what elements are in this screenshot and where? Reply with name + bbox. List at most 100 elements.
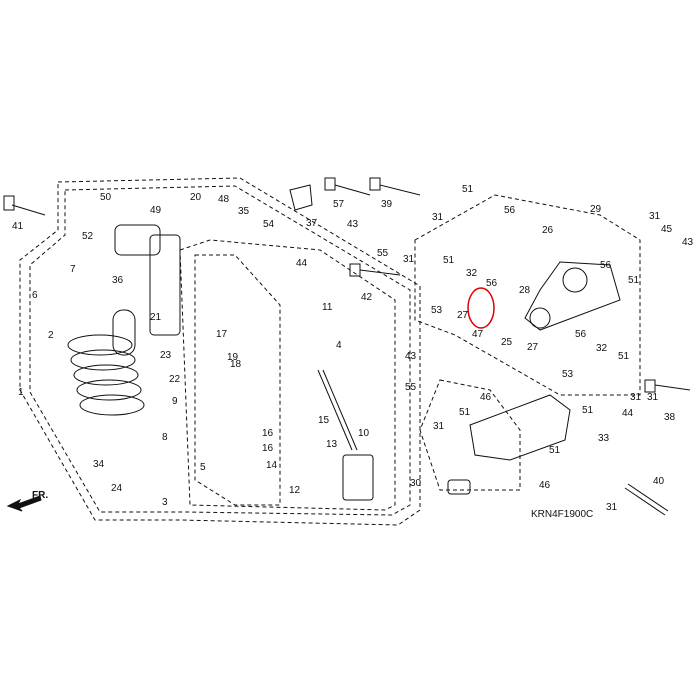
part-callout-32: 32 xyxy=(466,268,478,279)
part-callout-31: 31 xyxy=(649,211,661,222)
part-callout-53: 53 xyxy=(562,369,574,380)
part-callout-31: 31 xyxy=(433,421,445,432)
shock-spring xyxy=(67,334,145,416)
part-callout-51: 51 xyxy=(443,255,455,266)
part-callout-15: 15 xyxy=(318,415,330,426)
part-callout-21: 21 xyxy=(150,312,162,323)
part-callout-34: 34 xyxy=(93,459,105,470)
linkage-arm-outline xyxy=(414,194,641,396)
part-callout-4: 4 xyxy=(336,340,342,351)
bolt-40 xyxy=(624,483,669,516)
part-callout-31: 31 xyxy=(647,392,659,403)
part-callout-56: 56 xyxy=(486,278,498,289)
part-callout-51: 51 xyxy=(618,351,630,362)
part-callout-19: 19 xyxy=(227,352,239,363)
part-callout-6: 6 xyxy=(32,290,38,301)
collar-30 xyxy=(447,479,471,495)
part-callout-8: 8 xyxy=(162,432,168,443)
part-callout-35: 35 xyxy=(238,206,250,217)
part-callout-17: 17 xyxy=(216,329,228,340)
pivot-group-outline xyxy=(419,379,521,491)
part-callout-5: 5 xyxy=(200,462,206,473)
part-callout-52: 52 xyxy=(82,231,94,242)
part-callout-33: 33 xyxy=(598,433,610,444)
part-callout-27: 27 xyxy=(457,310,469,321)
part-callout-7: 7 xyxy=(70,264,76,275)
part-callout-31: 31 xyxy=(630,392,642,403)
part-callout-40: 40 xyxy=(653,476,665,487)
push-rod xyxy=(469,394,571,461)
part-callout-20: 20 xyxy=(190,192,202,203)
part-callout-46: 46 xyxy=(480,392,492,403)
part-callout-18: 18 xyxy=(230,359,242,370)
part-callout-16: 16 xyxy=(262,428,274,439)
bolt-39 xyxy=(369,177,421,196)
part-callout-51: 51 xyxy=(459,407,471,418)
front-direction-arrow xyxy=(6,495,42,512)
damper-rod xyxy=(317,369,374,501)
part-callout-43: 43 xyxy=(347,219,359,230)
part-callout-51: 51 xyxy=(549,445,561,456)
part-callout-29: 29 xyxy=(590,204,602,215)
part-callout-51: 51 xyxy=(628,275,640,286)
part-callout-42: 42 xyxy=(361,292,373,303)
part-callout-14: 14 xyxy=(266,460,278,471)
part-callout-27: 27 xyxy=(527,342,539,353)
part-callout-51: 51 xyxy=(582,405,594,416)
part-callout-49: 49 xyxy=(150,205,162,216)
shock-assembly-outline xyxy=(19,177,421,526)
part-callout-43: 43 xyxy=(405,351,417,362)
part-callout-36: 36 xyxy=(112,275,124,286)
part-callout-32: 32 xyxy=(596,343,608,354)
front-marker: FR. xyxy=(32,490,48,501)
bolt-42 xyxy=(349,263,401,277)
part-callout-22: 22 xyxy=(169,374,181,385)
part-callout-56: 56 xyxy=(575,329,587,340)
part-callout-38: 38 xyxy=(664,412,676,423)
part-callout-3: 3 xyxy=(162,497,168,508)
part-callout-24: 24 xyxy=(111,483,123,494)
part-callout-1: 1 xyxy=(18,387,24,398)
bolt-38 xyxy=(644,379,691,393)
part-callout-41: 41 xyxy=(12,221,24,232)
part-callout-10: 10 xyxy=(358,428,370,439)
part-callout-44: 44 xyxy=(622,408,634,419)
part-callout-55: 55 xyxy=(377,248,389,259)
part-callout-55: 55 xyxy=(405,382,417,393)
part-callout-31: 31 xyxy=(432,212,444,223)
part-callout-54: 54 xyxy=(263,219,275,230)
part-callout-11: 11 xyxy=(322,302,333,313)
bolt-41 xyxy=(3,195,46,216)
part-callout-31: 31 xyxy=(606,502,618,513)
diagram-code: KRN4F1900C xyxy=(531,509,593,520)
shock-body xyxy=(114,224,181,336)
part-callout-23: 23 xyxy=(160,350,172,361)
bolt-57 xyxy=(324,177,371,196)
part-callout-51: 51 xyxy=(462,184,474,195)
damper-rod-outline xyxy=(179,239,396,511)
part-callout-43: 43 xyxy=(682,237,694,248)
bush-37 xyxy=(289,184,313,211)
part-callout-25: 25 xyxy=(501,337,513,348)
part-callout-56: 56 xyxy=(600,260,612,271)
part-callout-31: 31 xyxy=(403,254,415,265)
linkage-arm xyxy=(524,261,621,331)
part-callout-12: 12 xyxy=(289,485,301,496)
part-callout-53: 53 xyxy=(431,305,443,316)
part-callout-46: 46 xyxy=(539,480,551,491)
part-callout-16: 16 xyxy=(262,443,274,454)
part-callout-30: 30 xyxy=(410,478,422,489)
part-callout-45: 45 xyxy=(661,224,673,235)
reservoir xyxy=(112,309,136,356)
part-callout-39: 39 xyxy=(381,199,393,210)
part-callout-37: 37 xyxy=(306,218,318,229)
part-callout-56: 56 xyxy=(504,205,516,216)
part-callout-2: 2 xyxy=(48,330,54,341)
highlight-circle-part-47 xyxy=(467,287,495,329)
part-callout-28: 28 xyxy=(519,285,531,296)
shock-subgroup-outline xyxy=(194,254,281,506)
part-callout-48: 48 xyxy=(218,194,230,205)
part-callout-9: 9 xyxy=(172,396,178,407)
part-callout-57: 57 xyxy=(333,199,345,210)
